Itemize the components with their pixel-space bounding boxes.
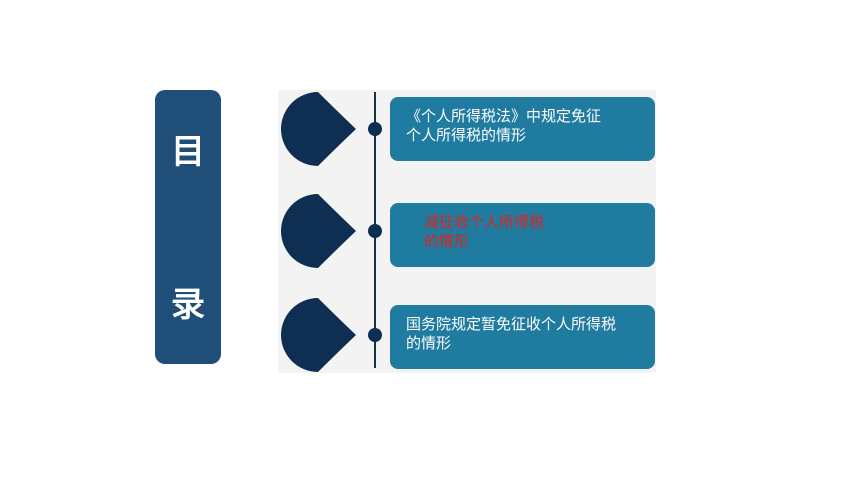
toc-item-3[interactable]: 国务院规定暂免征收个人所得税 的情形 [390, 305, 655, 369]
toc-title-char-1: 目 [171, 132, 205, 172]
toc-item-3-label: 国务院规定暂免征收个人所得税 的情形 [406, 315, 617, 352]
toc-title-char-2: 录 [171, 285, 205, 325]
toc-item-2-label: 减征收个人所得税 的情形 [424, 213, 545, 250]
timeline-graphic [281, 92, 382, 372]
drop-shape-3 [281, 298, 356, 372]
toc-item-2[interactable]: 减征收个人所得税 的情形 [390, 203, 655, 267]
drop-shape-1 [281, 92, 356, 166]
timeline-dot-1 [368, 122, 382, 136]
toc-panel: 《个人所得税法》中规定免征 个人所得税的情形 减征收个人所得税 的情形 国务院规… [278, 90, 656, 373]
toc-item-1[interactable]: 《个人所得税法》中规定免征 个人所得税的情形 [390, 97, 655, 161]
timeline-dot-2 [368, 224, 382, 238]
toc-title-box: 目 录 [155, 90, 221, 364]
toc-item-1-label: 《个人所得税法》中规定免征 个人所得税的情形 [406, 107, 602, 144]
timeline-dot-3 [368, 328, 382, 342]
drop-shape-2 [281, 194, 356, 268]
